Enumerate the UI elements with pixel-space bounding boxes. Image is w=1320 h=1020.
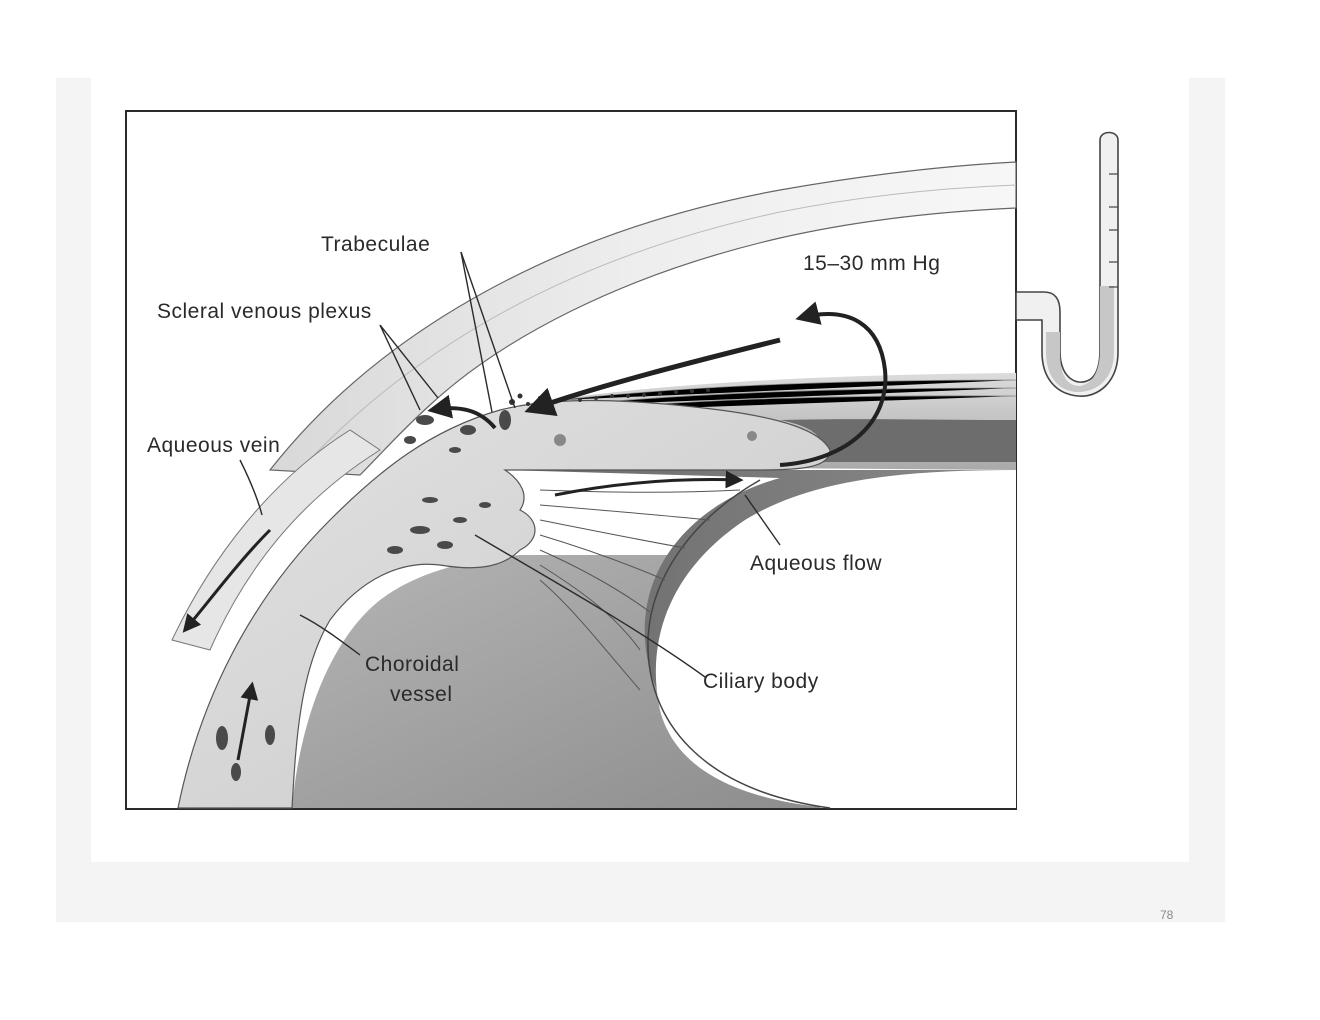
manometer [1015, 131, 1119, 397]
lens-shape [655, 470, 1016, 808]
label-choroidal-vessel-line2: vessel [390, 683, 453, 706]
aqueous-flow-loop-arrow [779, 301, 888, 467]
page-number: 78 [1160, 908, 1174, 922]
aqueous-flow-arrow-top [524, 337, 781, 417]
label-choroidal-vessel-line1: Choroidal [365, 653, 459, 676]
choroidal-vessel-shapes [216, 497, 491, 781]
scleral-venous-plexus-shapes [404, 404, 511, 453]
aqueous-vein-arrow [182, 528, 272, 633]
choroidal-vessel-arrow-up [236, 681, 259, 761]
label-scleral-venous-plexus: Scleral venous plexus [157, 300, 372, 323]
outer-sclera [171, 429, 381, 651]
label-trabeculae: Trabeculae [321, 233, 430, 256]
label-aqueous-flow: Aqueous flow [750, 552, 882, 575]
sclera-tissue [177, 399, 831, 809]
leader-lines [239, 251, 781, 678]
lens-outline [647, 479, 831, 809]
label-ciliary-body: Ciliary body [703, 670, 819, 693]
label-aqueous-vein: Aqueous vein [147, 434, 280, 457]
iris-crypt [747, 431, 757, 441]
label-pressure: 15–30 mm Hg [803, 252, 940, 275]
cornea-inner-line [299, 184, 1017, 471]
iris-crypt [554, 434, 566, 446]
plexus-arrow [427, 394, 497, 430]
aqueous-flow-arrow-bottom [554, 470, 744, 497]
ciliary-fibres [539, 489, 741, 691]
